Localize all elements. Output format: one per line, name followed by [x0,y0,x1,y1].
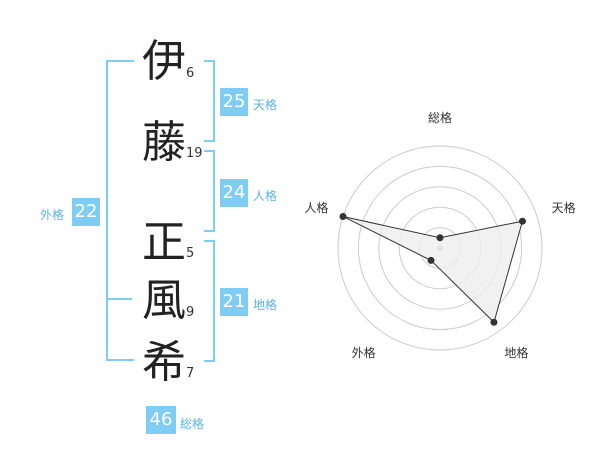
radar-point-1 [518,217,526,225]
chikaku-bracket [204,240,215,362]
name-char-2: 藤 [142,117,186,168]
radar-axis-label-0: 総格 [428,110,452,125]
radar-point-0 [436,234,444,242]
chikaku-badge: 21 [220,288,248,316]
radar-rings [337,145,543,351]
name-char-3: 正 [142,217,186,268]
radar-axis-label-3: 外格 [352,345,376,360]
radar-point-3 [427,256,435,264]
radar-points [339,212,526,326]
gaikaku-bracket-mid [106,298,132,300]
radar-axis-label-4: 人格 [304,200,328,215]
jinkaku-label: 人格 [253,189,278,203]
stroke-count-3: 5 [186,246,195,261]
radar-axis-label-1: 天格 [552,200,576,215]
name-char-5: 希 [142,337,186,388]
chikaku-label: 地格 [253,298,278,312]
stroke-count-2: 19 [186,146,203,161]
gaikaku-badge: 22 [72,198,100,226]
soukaku-label: 総格 [180,417,205,431]
tenkaku-label: 天格 [253,98,278,112]
stroke-count-4: 9 [186,305,195,320]
stroke-count-5: 7 [186,366,195,381]
jinkaku-bracket [204,150,215,232]
soukaku-badge: 46 [146,406,176,434]
stroke-count-1: 6 [186,66,195,81]
tenkaku-badge: 25 [220,88,248,116]
jinkaku-badge: 24 [220,179,248,207]
radar-point-2 [490,318,498,326]
radar-axis-label-2: 地格 [504,345,528,360]
radar-point-4 [339,212,347,220]
gaikaku-label: 外格 [40,208,65,222]
radar-area [342,215,524,324]
tenkaku-bracket [204,60,215,142]
name-char-4: 風 [142,275,186,326]
radar-ring [337,145,543,351]
gaikaku-bracket [106,60,134,361]
radar-ring [357,165,523,331]
name-char-1: 伊 [142,36,186,87]
